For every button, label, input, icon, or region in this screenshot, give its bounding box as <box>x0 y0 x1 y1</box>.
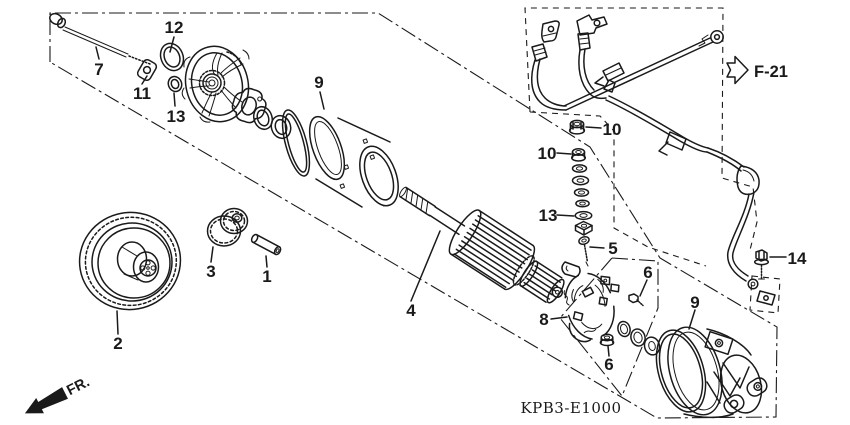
starter-cable-assembly <box>530 14 776 306</box>
front-cover-gear-plate <box>181 45 250 123</box>
through-bolt <box>49 12 151 65</box>
dowel-pin <box>250 233 282 256</box>
callout-3: 3 <box>206 262 215 281</box>
tongued-washer <box>136 58 158 82</box>
callout-13-mid: 13 <box>539 206 558 225</box>
callout-1: 1 <box>262 267 271 286</box>
armature <box>399 186 565 304</box>
callout-10-upper: 10 <box>603 120 622 139</box>
diagram-code: KPB3-E1000 <box>520 399 621 417</box>
callout-13-front: 13 <box>167 107 186 126</box>
callout-8: 8 <box>539 310 548 329</box>
callout-9-rear: 9 <box>690 293 699 312</box>
brush-holder <box>563 272 620 343</box>
front-marker: FR. <box>24 374 92 414</box>
seal-ring-small <box>167 75 183 93</box>
terminal-bolt-upper <box>628 293 644 307</box>
page-ref-label: F-21 <box>754 63 788 81</box>
reduction-gear <box>78 211 182 311</box>
o-ring-front <box>159 42 185 72</box>
callout-14: 14 <box>788 249 807 268</box>
callout-4: 4 <box>406 301 416 320</box>
washer-ring-a <box>252 105 274 131</box>
callout-10-lower: 10 <box>538 144 557 163</box>
terminal-washer-stack <box>571 164 590 208</box>
leader-lines <box>95 36 787 357</box>
block-border-lines <box>49 12 778 419</box>
page-ref-arrow-icon <box>726 55 749 85</box>
end-washer-set <box>617 320 661 356</box>
callout-7: 7 <box>94 60 103 79</box>
square-nut <box>574 220 593 236</box>
front-arrow-icon <box>24 387 68 414</box>
motor-yoke-case <box>308 115 399 208</box>
page-reference: F-21 <box>726 55 788 85</box>
terminal-nut-lower <box>570 147 587 162</box>
callout-9-front: 9 <box>314 73 323 92</box>
callout-5: 5 <box>608 239 617 258</box>
callout-2: 2 <box>113 334 122 353</box>
rear-end-cover <box>655 326 768 419</box>
callout-11: 11 <box>133 84 151 103</box>
gasket <box>231 87 267 124</box>
flange-bolt <box>753 249 770 280</box>
callout-12: 12 <box>165 18 184 37</box>
terminal-nut-upper <box>568 119 586 135</box>
front-marker-label: FR. <box>64 374 92 399</box>
callout-6-upper: 6 <box>643 263 652 282</box>
case-seal-ring <box>281 109 311 177</box>
pinion-gear <box>206 207 249 247</box>
callout-6-lower: 6 <box>604 355 613 374</box>
terminal-screw <box>561 235 590 278</box>
callout-numbers: 7 11 12 13 9 2 3 1 4 10 10 13 5 6 8 6 9 … <box>94 18 807 374</box>
hex-nut-lower <box>599 333 615 347</box>
insulating-washer <box>574 210 593 221</box>
